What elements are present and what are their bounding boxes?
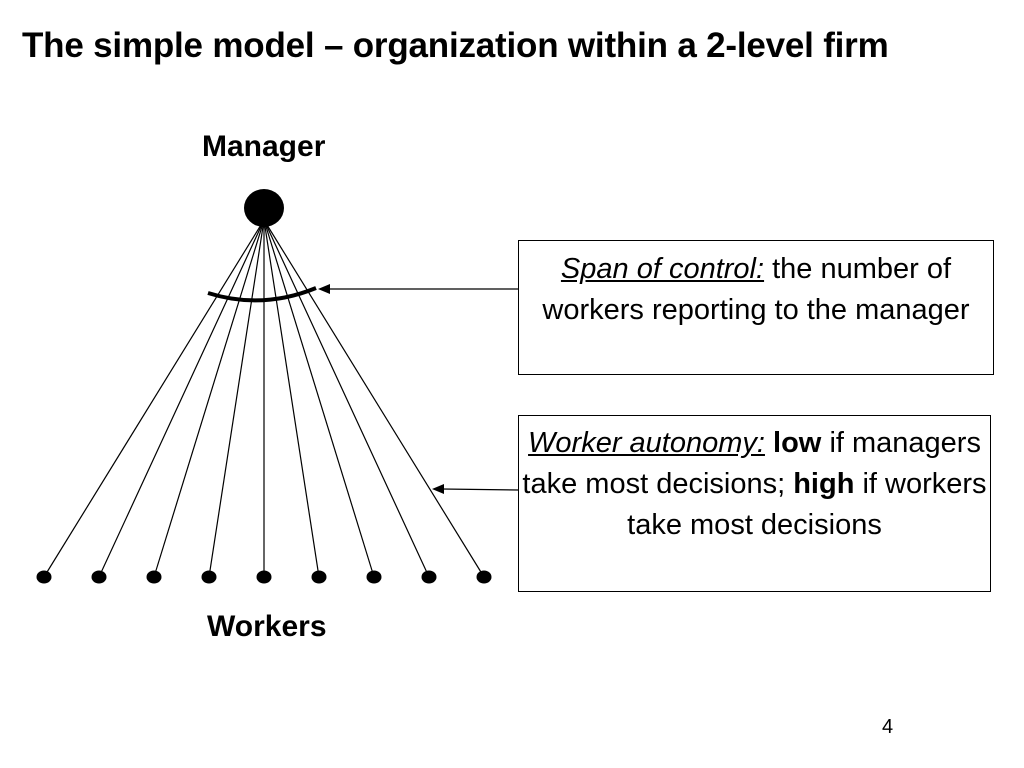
worker-autonomy-callout: Worker autonomy: low if managers take mo… [518, 415, 991, 592]
worker-autonomy-term: Worker autonomy: [528, 427, 765, 459]
worker-node [201, 570, 217, 584]
worker-node [36, 570, 52, 584]
worker-node [476, 570, 492, 584]
worker-nodes [36, 570, 492, 584]
autonomy-arrow-head [432, 484, 444, 494]
span-arrow [318, 284, 518, 294]
manager-node [244, 189, 284, 227]
worker-node [91, 570, 107, 584]
worker-node [366, 570, 382, 584]
reporting-line [263, 219, 375, 578]
worker-node [311, 570, 327, 584]
reporting-line [263, 219, 485, 578]
autonomy-high-word: high [793, 468, 855, 500]
autonomy-low-text: if managers take most decisions; [522, 427, 981, 500]
page-number: 4 [882, 716, 894, 738]
worker-node [146, 570, 162, 584]
autonomy-high-text: if workers take most decisions [627, 468, 987, 541]
reporting-line [153, 219, 265, 578]
autonomy-low-word: low [773, 427, 822, 459]
span-of-control-callout: Span of control: the number of workers r… [518, 240, 994, 375]
reporting-lines [43, 219, 485, 578]
slide-title: The simple model – organization within a… [22, 26, 889, 65]
autonomy-arrow [432, 484, 519, 494]
span-of-control-arc [207, 286, 317, 303]
reporting-line [43, 219, 265, 578]
reporting-line [263, 219, 320, 578]
reporting-line [263, 219, 430, 578]
span-of-control-term: Span of control: [560, 253, 765, 285]
span-of-control-text: the number of workers reporting to the m… [542, 253, 970, 326]
reporting-line [98, 219, 265, 578]
worker-node [256, 570, 272, 584]
reporting-line [208, 219, 265, 578]
span-arrow-head [318, 284, 330, 294]
worker-node [421, 570, 437, 584]
workers-label: Workers [207, 610, 327, 643]
manager-label: Manager [202, 130, 326, 163]
